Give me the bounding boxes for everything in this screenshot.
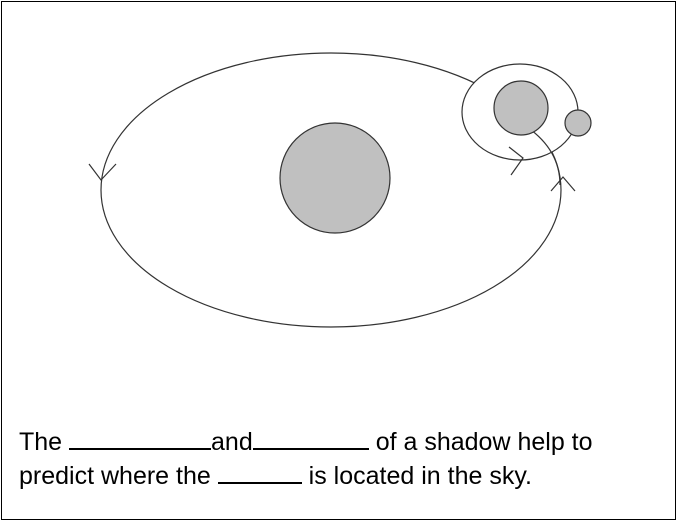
- sentence-text: predict where the: [19, 462, 218, 490]
- sentence-text: and: [211, 428, 253, 456]
- sentence-text: of a shadow help to: [369, 428, 593, 456]
- planet-orbit-arrow-right: [551, 177, 575, 191]
- sun: [280, 123, 390, 233]
- sentence-line-1: The and of a shadow help to: [19, 424, 593, 457]
- sentence-line-2: predict where the is located in the sky.: [19, 458, 532, 491]
- sentence-text: The: [19, 428, 69, 456]
- orbit-diagram: [0, 0, 679, 360]
- answer-blank-3[interactable]: [218, 458, 302, 484]
- answer-blank-1[interactable]: [69, 424, 211, 450]
- planet: [494, 81, 548, 135]
- sentence-text: is located in the sky.: [302, 462, 532, 490]
- answer-blank-2[interactable]: [253, 424, 369, 450]
- moon: [565, 110, 591, 136]
